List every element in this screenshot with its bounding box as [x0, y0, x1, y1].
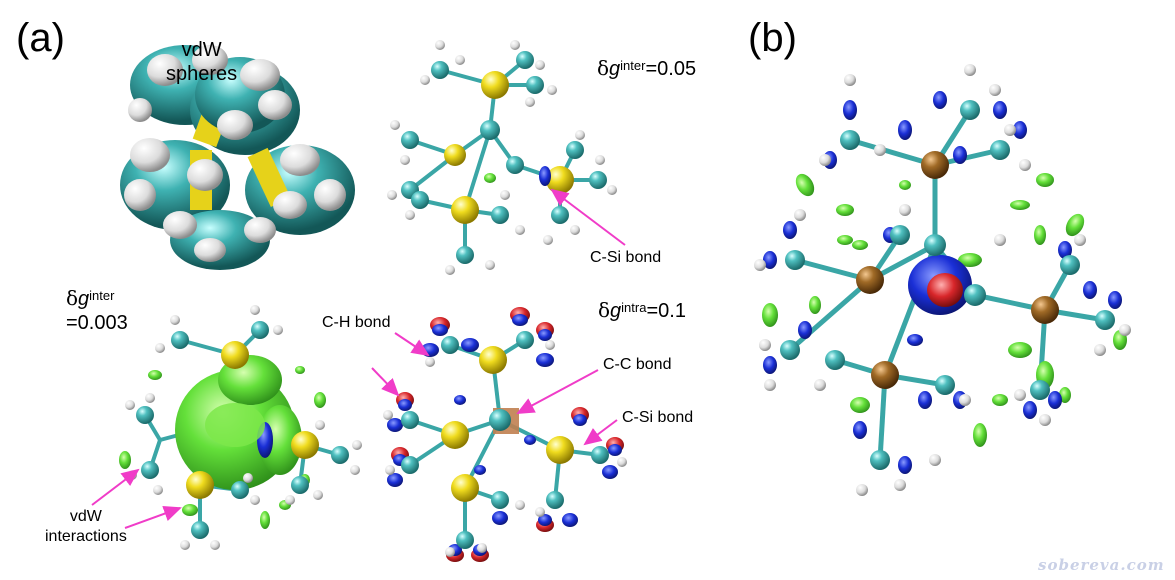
ball-stick-atoms-top	[387, 40, 617, 275]
vdw-spheres-label: vdW spheres	[166, 39, 238, 85]
arrow-csi-bond-bottom	[583, 419, 618, 446]
vdw-sphere-model	[120, 45, 355, 270]
arrow-vdw-1	[91, 468, 140, 506]
panel-label-b: (b)	[748, 16, 797, 60]
panel-b-model	[754, 64, 1131, 496]
dg-inter-0003-label: δginter =0.003	[66, 286, 128, 334]
arrow-cc-bond	[516, 369, 599, 414]
arrow-csi-bond-top	[550, 188, 626, 246]
csi-bond-bottom-label: C-Si bond	[622, 409, 694, 426]
dg-inter-005-label: δginter=0.05	[597, 56, 697, 80]
arrow-ch-bond-1	[394, 332, 430, 357]
panel-label-a: (a)	[16, 16, 65, 60]
ball-stick-model-bottom-right	[383, 307, 627, 562]
ball-stick-model-bottom-left	[119, 305, 362, 550]
dg-intra-01-label: δgintra=0.1	[598, 298, 686, 322]
ch-bond-label: C-H bond	[322, 314, 391, 331]
arrow-vdw-2	[124, 505, 182, 529]
vdw-interactions-label: vdW interactions	[45, 508, 127, 545]
watermark: sobereva.com	[1038, 556, 1165, 574]
arrow-ch-bond-2	[371, 367, 400, 397]
csi-bond-top-label: C-Si bond	[590, 249, 662, 266]
cc-bond-label: C-C bond	[603, 356, 672, 373]
